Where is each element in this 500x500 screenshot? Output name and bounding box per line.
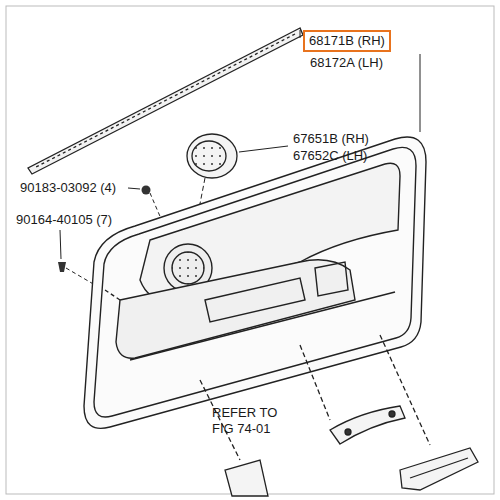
speaker-grille xyxy=(187,134,237,178)
part-label: 67651B (RH) xyxy=(293,131,369,147)
highlight-box: 68171B (RH) xyxy=(303,30,391,52)
door-trim-panel xyxy=(84,137,426,428)
screw xyxy=(58,230,95,285)
leader-line xyxy=(300,30,301,38)
part-label: 90164-40105 (7) xyxy=(16,212,112,228)
frame xyxy=(6,6,494,494)
leader-line xyxy=(420,54,421,132)
part-label: 68172A (LH) xyxy=(310,55,383,71)
belt-weatherstrip xyxy=(28,28,303,174)
part-number: 68171B (RH) xyxy=(309,33,385,49)
part-label: 67652C (LH) xyxy=(293,148,367,164)
part-label: 90183-03092 (4) xyxy=(20,180,116,196)
leader-line xyxy=(239,146,288,152)
exploded-parts xyxy=(200,335,478,496)
part-label: REFER TO FIG 74-01 xyxy=(212,405,286,437)
